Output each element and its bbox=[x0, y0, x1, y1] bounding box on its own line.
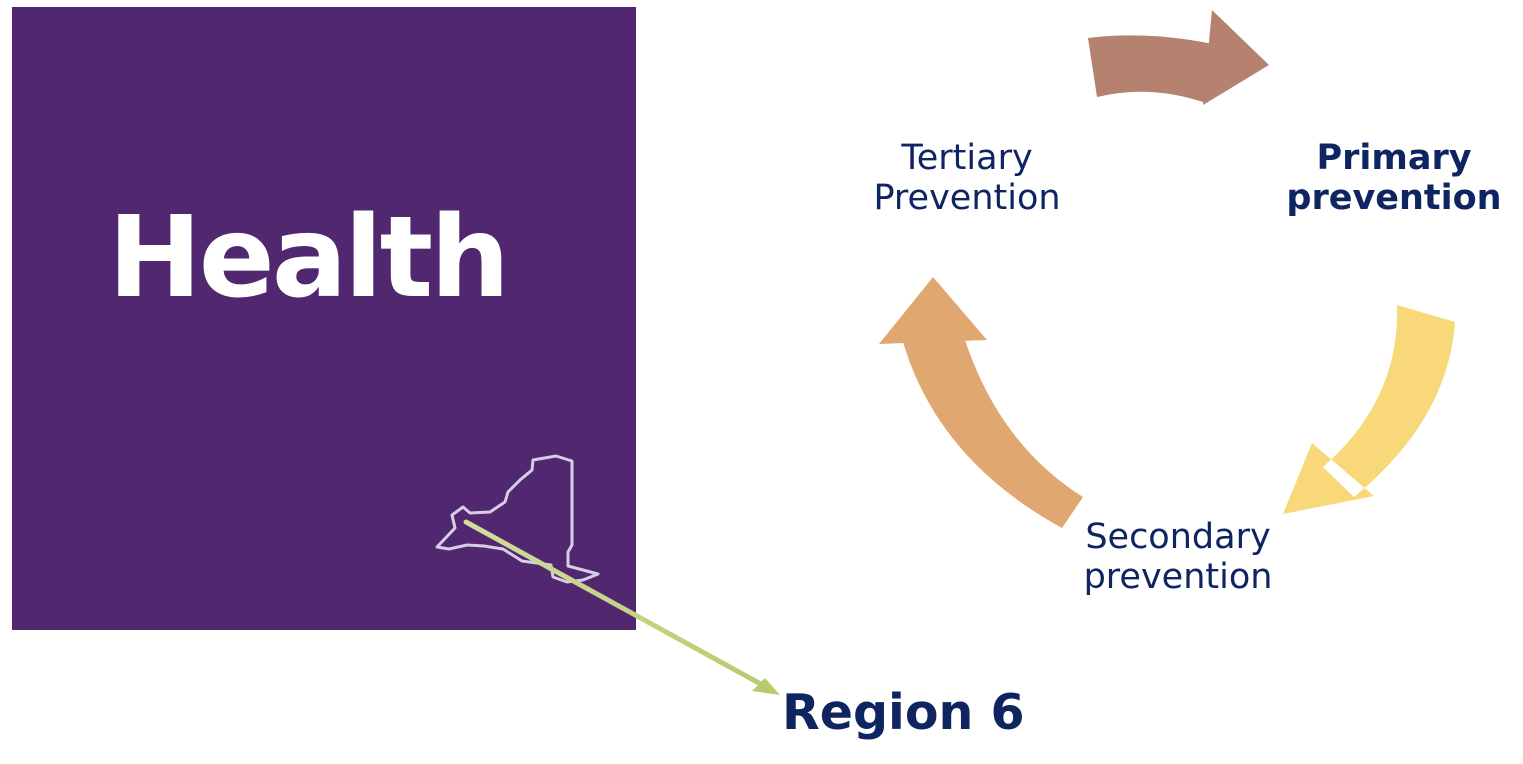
primary-line2: prevention bbox=[1286, 178, 1502, 219]
region-pointer-line bbox=[463, 519, 771, 691]
region-label: Region 6 bbox=[782, 684, 1025, 741]
tertiary-line1: Tertiary bbox=[901, 138, 1033, 178]
tertiary-line2: Prevention bbox=[873, 178, 1061, 219]
secondary-to-tertiary-arrow-icon bbox=[879, 277, 1083, 528]
secondary-line2: prevention bbox=[1083, 557, 1273, 598]
secondary-prevention-label: Secondary prevention bbox=[1068, 517, 1288, 598]
secondary-line1: Secondary bbox=[1085, 517, 1271, 557]
primary-prevention-label: Primary prevention bbox=[1274, 138, 1514, 219]
new-york-state-outline-icon bbox=[435, 454, 600, 584]
primary-to-secondary-arrow-icon bbox=[1283, 305, 1455, 514]
health-logo: Health bbox=[12, 7, 636, 630]
region-pointer-arrowhead-icon bbox=[752, 678, 780, 695]
primary-line1: Primary bbox=[1316, 138, 1472, 178]
tertiary-to-primary-arrow-icon bbox=[1088, 10, 1269, 105]
logo-word: Health bbox=[108, 193, 510, 323]
tertiary-prevention-label: Tertiary Prevention bbox=[862, 138, 1072, 219]
